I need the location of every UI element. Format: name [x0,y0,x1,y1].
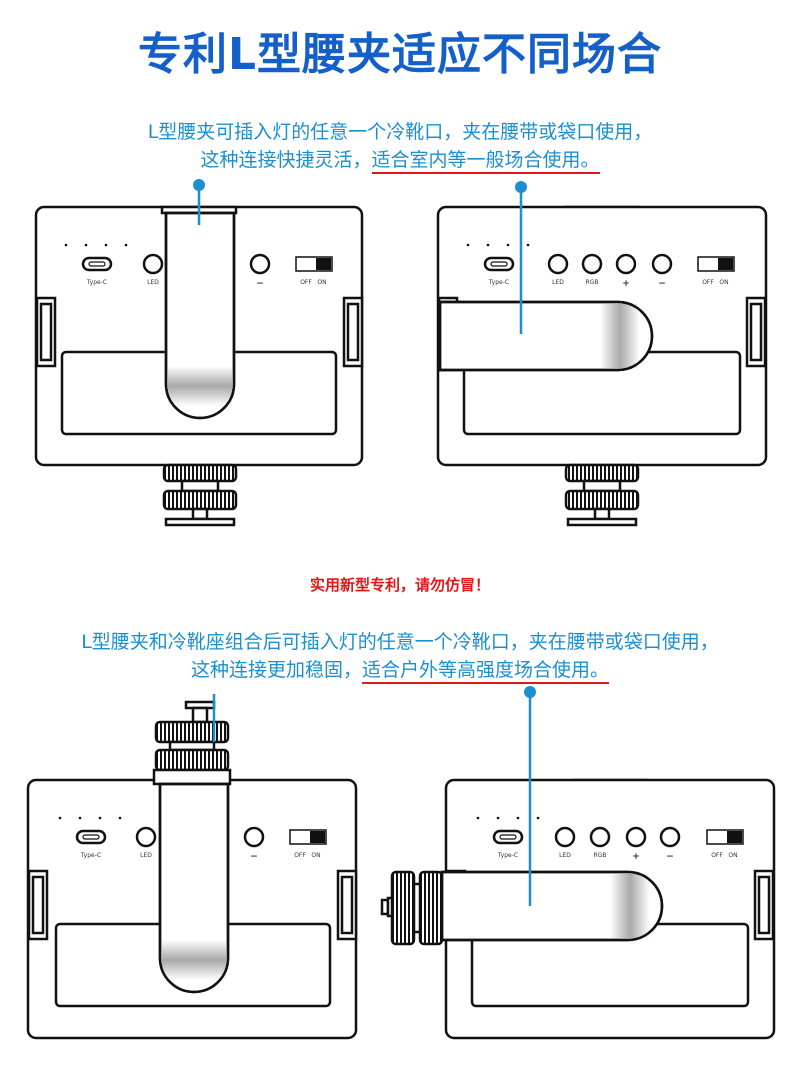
device-4-rgb-label: RGB [594,852,607,859]
patent-notice: 实用新型专利，请勿仿冒！ [309,576,490,594]
device-3-on-label: ON [311,852,320,859]
description-2-underlined: 适合户外等高强度场合使用。 [362,659,610,684]
device-3-off-label: OFF [294,852,306,859]
device-1-typec-label: Type-C [86,279,107,286]
pointer-2 [515,181,527,334]
device-4-off-label: OFF [711,852,723,859]
device-2-plus-label: + [622,279,630,289]
device-4-labels: Type-C LED RGB + − OFF ON [497,852,738,862]
device-4-minus-label: − [666,852,674,862]
device-1-off-label: OFF [300,279,312,286]
pointer-1 [193,179,205,225]
device-4-led-label: LED [559,852,571,859]
page-title: 专利L型腰夹适应不同场合 [137,29,663,80]
device-4 [380,778,776,1040]
device-4-typec-label: Type-C [497,852,518,859]
device-1-labels: Type-C LED − OFF ON [86,279,327,289]
device-3-led-label: LED [140,852,152,859]
description-1-plain: 这种连接快捷灵活， [200,149,372,171]
description-2-plain: 这种连接更加稳固， [190,659,362,681]
device-1-led-label: LED [147,279,159,286]
device-3 [26,700,358,1040]
device-2-rgb-label: RGB [586,279,599,286]
device-3-minus-label: − [250,852,258,862]
device-3-labels: Type-C LED − OFF ON [80,852,321,862]
description-2-line-1: L型腰夹和冷靴座组合后可插入灯的任意一个冷靴口，夹在腰带或袋口使用， [81,631,719,653]
device-1-minus-label: − [256,279,264,289]
description-2: L型腰夹和冷靴座组合后可插入灯的任意一个冷靴口，夹在腰带或袋口使用， 这种连接更… [0,628,800,684]
description-2-line-2: 这种连接更加稳固，适合户外等高强度场合使用。 [0,656,800,684]
device-2 [436,205,768,527]
device-1 [34,205,364,527]
pointer-4 [524,686,536,906]
device-2-on-label: ON [719,279,728,286]
device-4-on-label: ON [728,852,737,859]
device-1-on-label: ON [317,279,326,286]
description-1: L型腰夹可插入灯的任意一个冷靴口，夹在腰带或袋口使用， 这种连接快捷灵活，适合室… [0,118,800,174]
description-1-line-2: 这种连接快捷灵活，适合室内等一般场合使用。 [0,146,800,174]
description-1-underlined: 适合室内等一般场合使用。 [371,149,600,174]
device-2-off-label: OFF [702,279,714,286]
description-1-line-1: L型腰夹可插入灯的任意一个冷靴口，夹在腰带或袋口使用， [147,121,653,143]
device-2-typec-label: Type-C [488,279,509,286]
device-4-plus-label: + [632,852,640,862]
device-3-typec-label: Type-C [80,852,101,859]
device-2-led-label: LED [552,279,564,286]
device-2-minus-label: − [658,279,666,289]
device-2-labels: Type-C LED RGB + − OFF ON [488,279,729,289]
